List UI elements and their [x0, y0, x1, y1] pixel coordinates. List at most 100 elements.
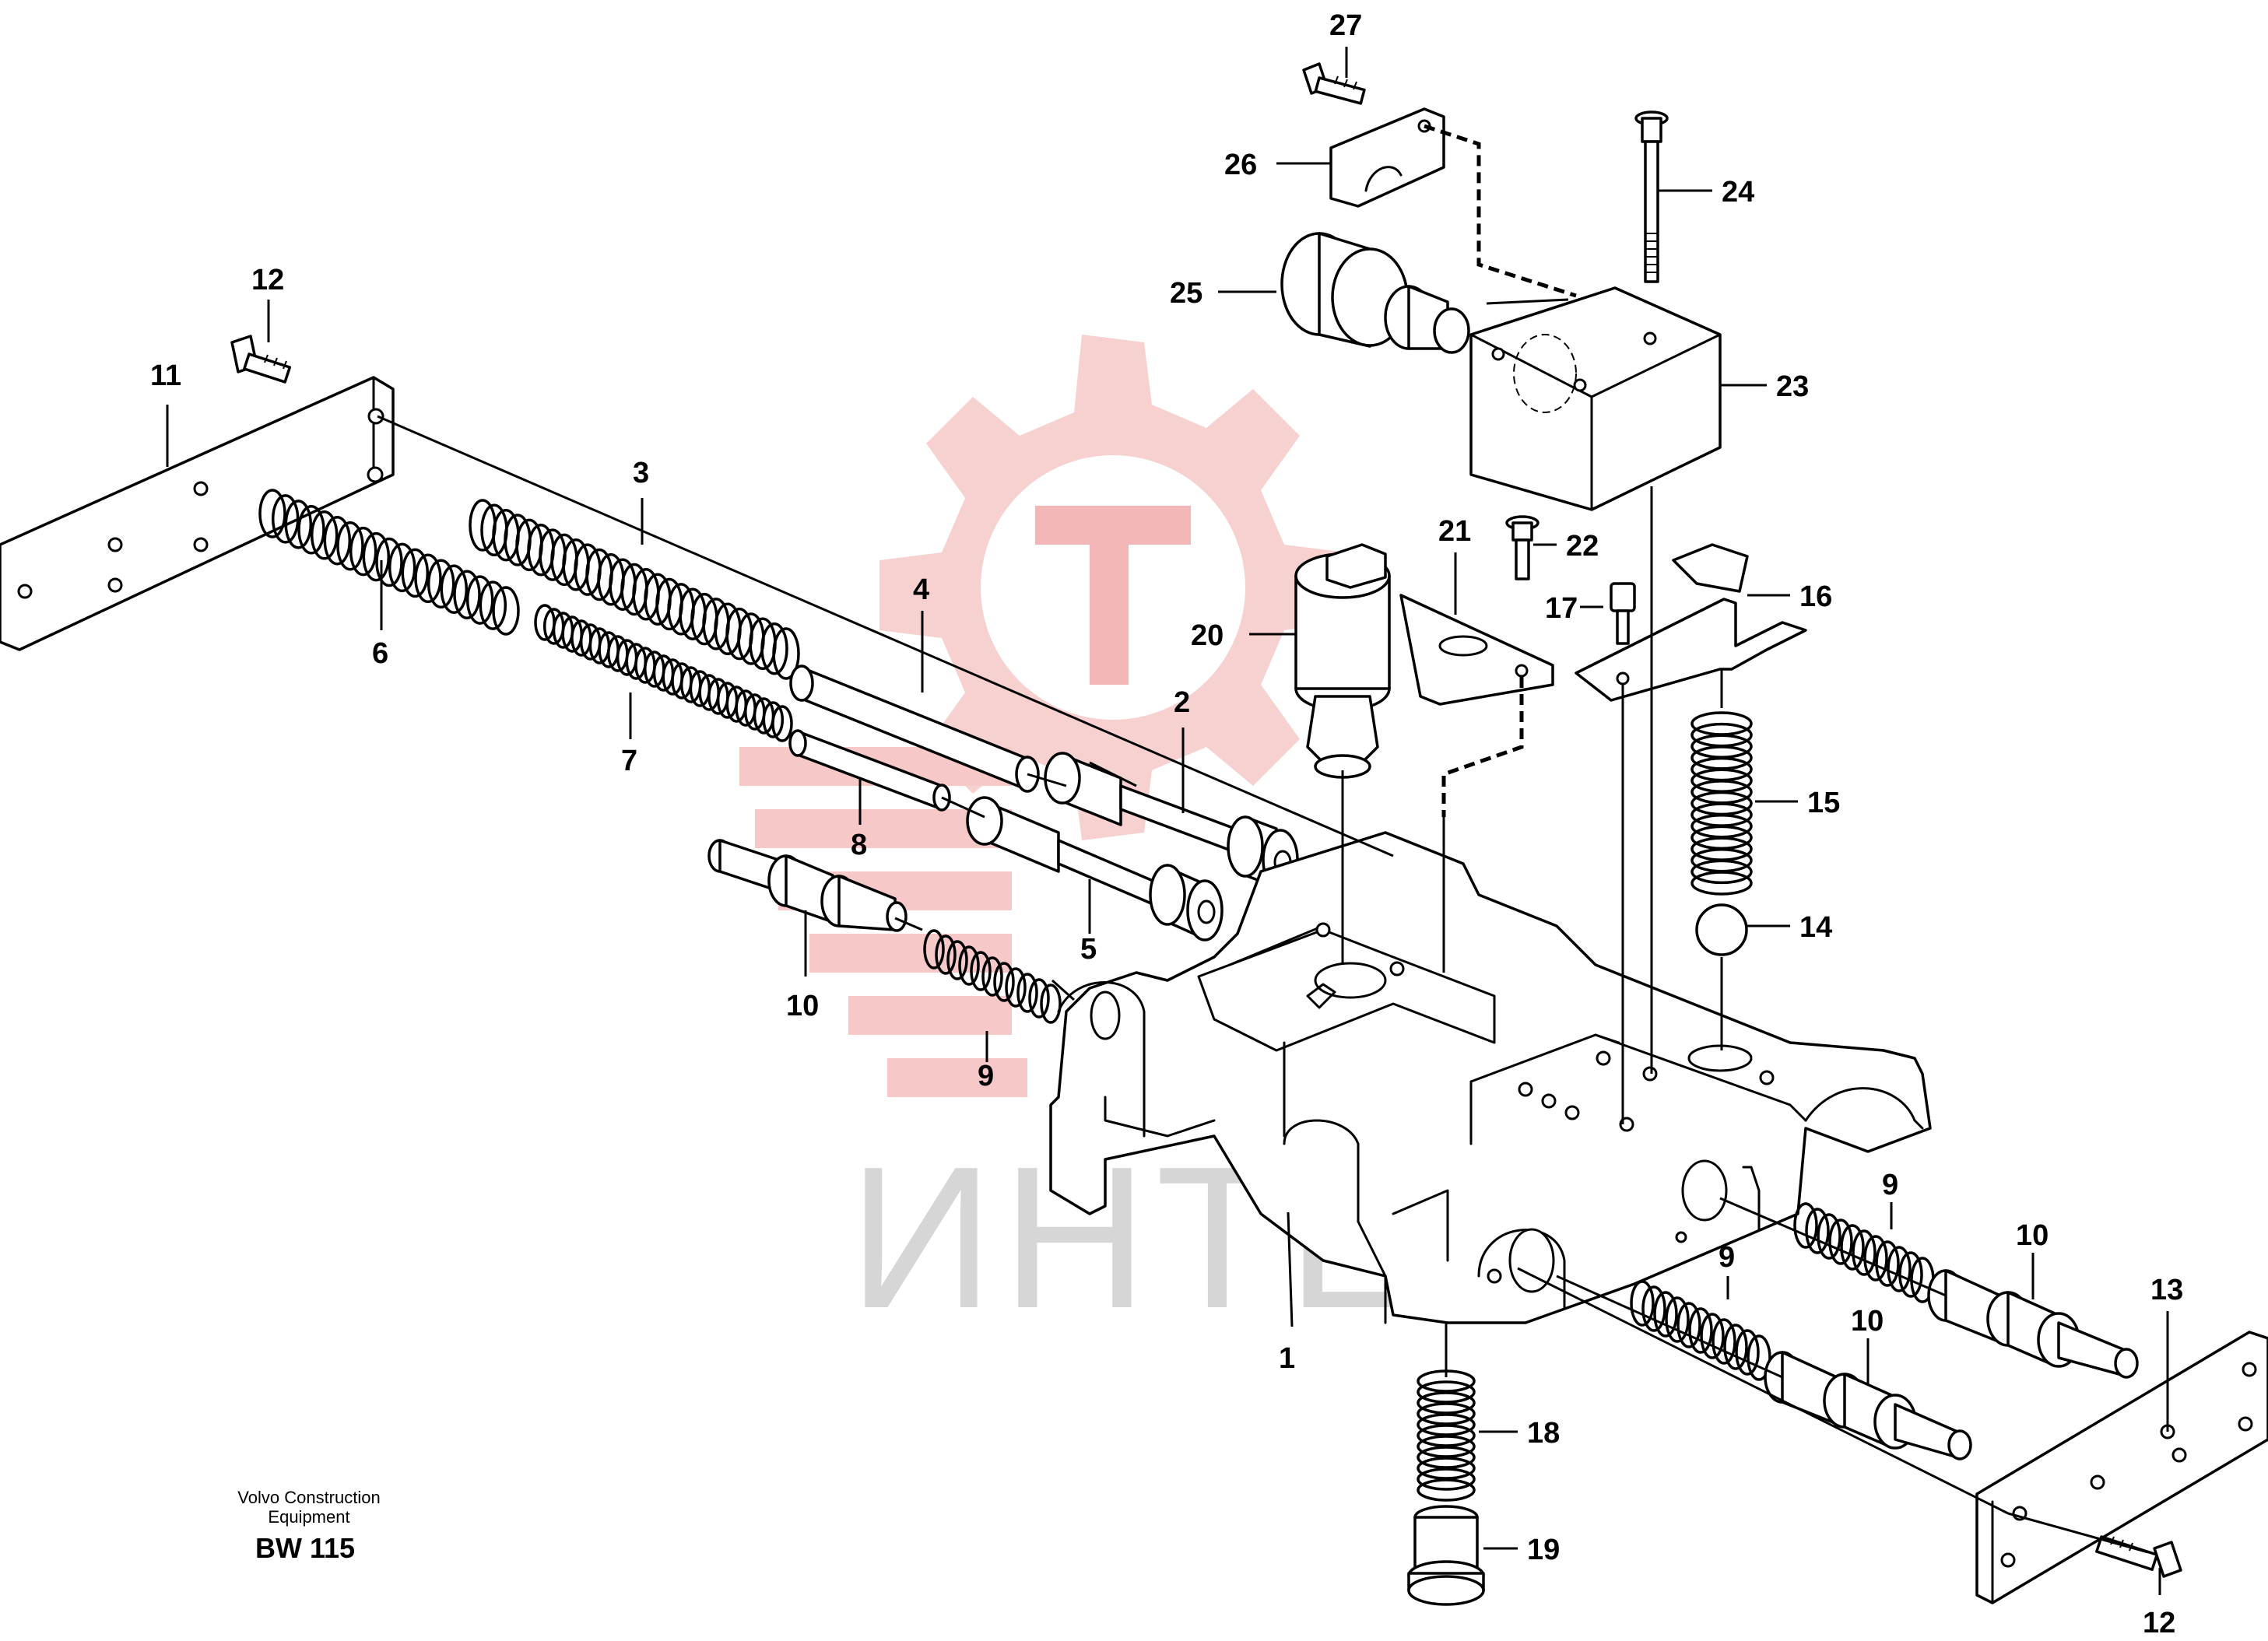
spring-coil — [993, 962, 1015, 1002]
credit-block: Volvo Construction Equipment BW 115 — [237, 1488, 380, 1564]
spring-coil — [771, 705, 793, 742]
callout-10-right-lower: 10 — [1851, 1305, 1884, 1338]
spring-coil — [923, 929, 945, 970]
part-1-valve-body — [1049, 831, 1932, 1324]
part-6-spring — [258, 489, 520, 636]
spring-coil — [388, 542, 416, 593]
part-16-bracket — [1575, 543, 1807, 702]
spring-coil — [1805, 1208, 1830, 1254]
spring-coil — [1040, 984, 1062, 1024]
spring-coil — [1828, 1218, 1853, 1265]
spring-coil — [1016, 973, 1038, 1013]
spring-coil — [1417, 1391, 1476, 1415]
callout-3: 3 — [633, 457, 649, 489]
callout-17: 17 — [1545, 592, 1578, 625]
callout-23: 23 — [1776, 370, 1809, 403]
spring-coil — [760, 622, 788, 675]
assembly-lines — [377, 124, 2149, 1554]
spring-coil — [362, 531, 391, 582]
part-9-spring-left — [923, 929, 1062, 1024]
spring-coil — [1875, 1240, 1900, 1287]
callout-4: 4 — [913, 573, 929, 606]
part-12-bolt-upper — [230, 335, 292, 384]
part-25-solenoid — [1280, 232, 1470, 354]
spring-coil — [492, 586, 520, 636]
callout-21: 21 — [1438, 515, 1471, 548]
spring-coil — [946, 940, 968, 980]
spring-coil — [310, 510, 339, 560]
drawing-code: BW 115 — [255, 1532, 355, 1564]
credit-line-2: Equipment — [268, 1507, 349, 1527]
spring-coil — [1417, 1457, 1476, 1480]
spring-coil — [1690, 859, 1753, 885]
spring-coil — [981, 956, 1003, 997]
callout-9-right-lower: 9 — [1719, 1241, 1735, 1274]
part-23-block — [1469, 286, 1722, 511]
part-27-bolt — [1302, 62, 1366, 105]
part-10-plunger-right-lower — [1764, 1351, 1972, 1460]
callout-6: 6 — [372, 637, 388, 670]
part-17-bolt — [1610, 582, 1636, 645]
callout-19: 19 — [1527, 1534, 1560, 1566]
spring-coil — [479, 580, 507, 630]
spring-coil — [1747, 1334, 1771, 1381]
spring-coil — [284, 500, 313, 549]
spring-coil — [427, 559, 455, 609]
callout-27: 27 — [1329, 9, 1362, 42]
spring-coil — [958, 945, 980, 986]
spring-coil — [414, 553, 442, 604]
callout-25: 25 — [1170, 277, 1202, 310]
part-13-end-plate — [1975, 1331, 2268, 1604]
part-18-spring — [1417, 1369, 1476, 1502]
part-11-end-plate — [0, 376, 395, 651]
spring-coil — [465, 575, 494, 625]
spring-coil — [1735, 1329, 1760, 1376]
callout-12-upper: 12 — [251, 264, 284, 296]
spring-coil — [1417, 1435, 1476, 1458]
part-14-ball — [1695, 903, 1748, 956]
watermark-gear-logo — [739, 335, 1346, 1097]
callout-16: 16 — [1799, 580, 1832, 613]
spring-coil — [1840, 1224, 1865, 1271]
spring-coil — [1417, 1467, 1476, 1491]
part-3-spring — [469, 499, 800, 680]
spring-coil — [1417, 1478, 1476, 1502]
spring-coil — [1887, 1246, 1912, 1292]
callout-22: 22 — [1566, 530, 1599, 563]
part-9-spring-right-upper — [1793, 1202, 1935, 1303]
callout-1: 1 — [1279, 1342, 1295, 1375]
part-15-spring — [1690, 711, 1753, 896]
part-24-bolt — [1634, 110, 1669, 283]
callout-13: 13 — [2150, 1274, 2183, 1306]
callout-10-right-upper: 10 — [2016, 1219, 2049, 1252]
spring-coil — [1690, 871, 1753, 896]
callout-24: 24 — [1722, 176, 1754, 209]
spring-coil — [1653, 1291, 1678, 1338]
spring-coil — [970, 951, 992, 991]
callout-7: 7 — [621, 745, 637, 777]
spring-coil — [297, 505, 325, 555]
spring-coil — [336, 521, 364, 571]
part-10-plunger-left — [707, 839, 908, 932]
spring-coil — [271, 494, 300, 544]
callout-12-lower: 12 — [2143, 1607, 2175, 1639]
callout-9-left: 9 — [978, 1060, 994, 1092]
credit-line-1: Volvo Construction — [237, 1488, 380, 1507]
spring-coil — [1417, 1413, 1476, 1436]
leader-lines — [166, 47, 2169, 1595]
part-8-rod — [788, 729, 951, 812]
spring-coil — [1417, 1446, 1476, 1469]
spring-coil — [935, 934, 957, 975]
spring-coil — [1417, 1402, 1476, 1425]
spring-coil — [1712, 1318, 1736, 1365]
part-4-rod — [789, 664, 1040, 793]
spring-coil — [1676, 1302, 1701, 1348]
callout-20: 20 — [1191, 619, 1224, 652]
part-20-solenoid-valve — [1294, 543, 1391, 779]
callout-9-right-upper: 9 — [1882, 1169, 1898, 1201]
spring-coil — [772, 627, 800, 680]
spring-coil — [1665, 1296, 1690, 1343]
part-19-plug — [1407, 1505, 1485, 1606]
